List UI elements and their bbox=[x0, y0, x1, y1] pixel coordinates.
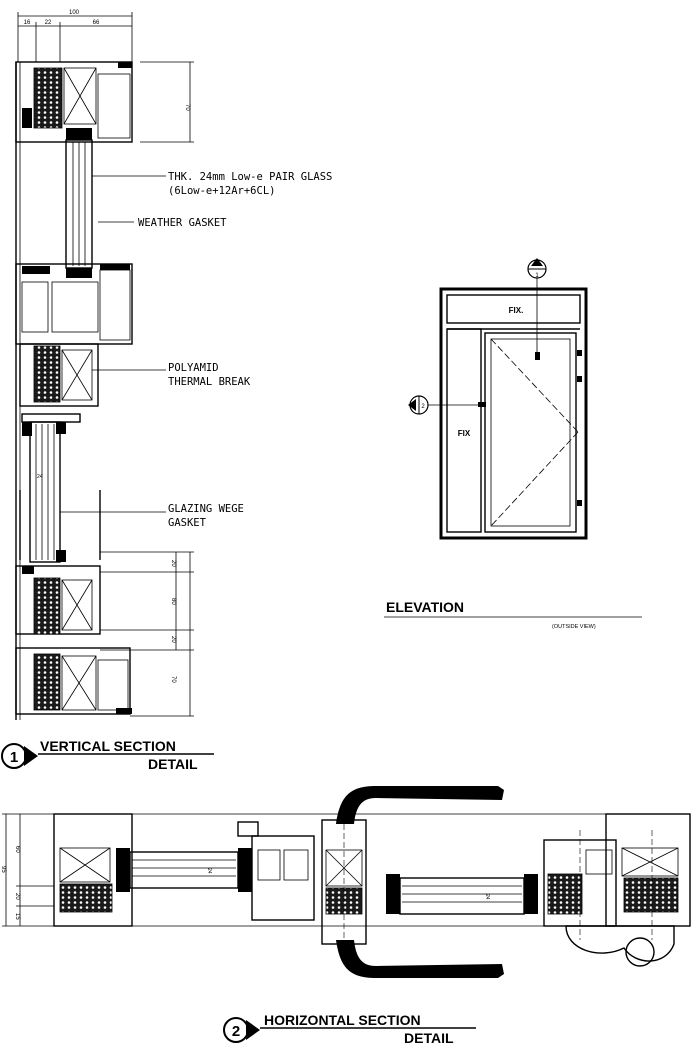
dim-h-20: 20 bbox=[14, 893, 20, 900]
vertical-title-line1: VERTICAL SECTION bbox=[40, 738, 176, 754]
dim-22: 22 bbox=[45, 20, 52, 26]
callout-polyamid-line1: POLYAMID bbox=[168, 362, 219, 374]
horizontal-side-dimensions: 95 60 20 15 bbox=[0, 813, 54, 927]
callout-glazing-line1: GLAZING WEGE bbox=[168, 503, 244, 515]
elevation: FIX. FIX 1 2 ELEVATION (OUTSIDE VIEW) bbox=[384, 258, 642, 630]
callout-glazing-line2: GASKET bbox=[168, 517, 207, 529]
callout-polyamid-line2: THERMAL BREAK bbox=[168, 376, 251, 388]
dim-bottom-70: 70 bbox=[170, 676, 176, 683]
dim-15: 15 bbox=[14, 913, 20, 920]
dim-66: 66 bbox=[93, 20, 100, 26]
vertical-frame-profile: 24 bbox=[15, 61, 133, 720]
callout-glass-line1: THK. 24mm Low-e PAIR GLASS bbox=[168, 171, 332, 183]
horizontal-section: 95 60 20 15 24 bbox=[0, 786, 691, 1046]
section-marker-2: 2 bbox=[408, 395, 429, 415]
elevation-title: ELEVATION bbox=[386, 599, 464, 615]
callout-glass-line2: (6Low-e+12Ar+6CL) bbox=[168, 185, 275, 197]
dim-95: 95 bbox=[0, 866, 6, 873]
dim-100: 100 bbox=[69, 10, 80, 16]
vertical-section: 100 16 22 66 70 20 80 20 70 bbox=[1, 10, 332, 772]
elevation-subtitle: (OUTSIDE VIEW) bbox=[552, 624, 596, 630]
horizontal-title-line2: DETAIL bbox=[404, 1030, 454, 1046]
callout-weather-gasket: WEATHER GASKET bbox=[138, 217, 227, 229]
dim-16: 16 bbox=[24, 20, 31, 26]
dim-60: 60 bbox=[14, 846, 20, 853]
dim-20a: 20 bbox=[170, 560, 176, 567]
fix-top-label: FIX. bbox=[509, 306, 524, 315]
horizontal-section-title: 2 HORIZONTAL SECTION DETAIL bbox=[223, 1012, 476, 1046]
dim-24-right: 24 bbox=[484, 894, 490, 900]
vertical-callouts: THK. 24mm Low-e PAIR GLASS (6Low-e+12Ar+… bbox=[60, 171, 332, 529]
dim-24-vertical: 24 bbox=[37, 474, 43, 480]
horizontal-title-line1: HORIZONTAL SECTION bbox=[264, 1012, 421, 1028]
section-number-2: 2 bbox=[232, 1023, 240, 1040]
vertical-section-title: 1 VERTICAL SECTION DETAIL bbox=[1, 738, 214, 772]
vertical-title-line2: DETAIL bbox=[148, 756, 198, 772]
section-marker-1-label: 1 bbox=[535, 273, 539, 279]
section-marker-1: 1 bbox=[527, 258, 547, 279]
vertical-side-dimensions: 70 20 80 20 70 bbox=[100, 61, 194, 717]
section-number-1: 1 bbox=[10, 749, 18, 766]
dim-80: 80 bbox=[170, 598, 176, 605]
dim-20b: 20 bbox=[170, 636, 176, 643]
dim-24-left: 24 bbox=[206, 868, 212, 874]
section-marker-2-label: 2 bbox=[421, 404, 425, 410]
vertical-top-dimensions: 100 16 22 66 bbox=[17, 10, 133, 62]
dim-top-70: 70 bbox=[184, 104, 190, 111]
fix-side-label: FIX bbox=[458, 429, 471, 438]
